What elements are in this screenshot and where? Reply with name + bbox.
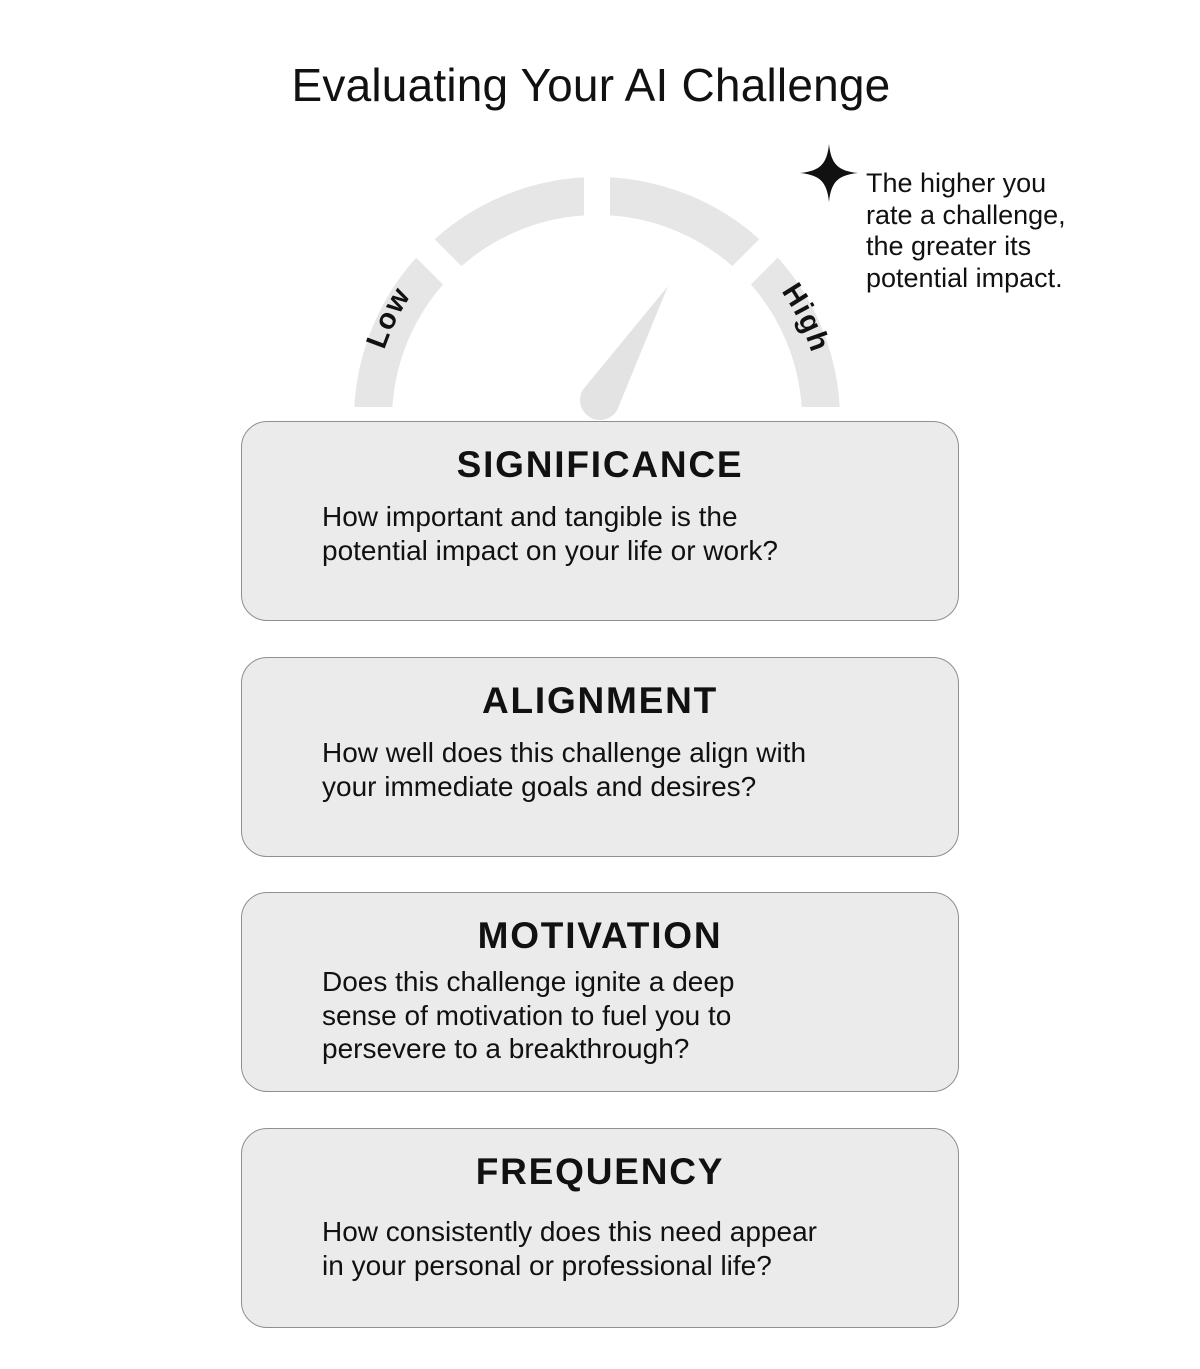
impact-note: The higher you rate a challenge, the gre… <box>866 168 1166 294</box>
card-description: How important and tangible is the potent… <box>322 500 922 567</box>
sparkle-icon <box>800 144 858 202</box>
card-heading: SIGNIFICANCE <box>456 444 744 485</box>
card-text-line: sense of motivation to fuel you to <box>322 999 732 1031</box>
card-text-line: How well does this challenge align with <box>322 737 807 768</box>
card-alignment: ALIGNMENT How well does this challenge a… <box>241 657 959 857</box>
card-motivation: MOTIVATION Does this challenge ignite a … <box>241 892 959 1092</box>
card-description: Does this challenge ignite a deep sense … <box>322 965 922 1066</box>
page-title: Evaluating Your AI Challenge <box>291 59 891 111</box>
gauge-segment-mid-low <box>397 150 610 303</box>
note-line: the greater its <box>866 231 1032 261</box>
card-frequency: FREQUENCY How consistently does this nee… <box>241 1128 959 1328</box>
card-description: How well does this challenge align with … <box>322 736 922 803</box>
card-heading: ALIGNMENT <box>481 680 719 721</box>
card-text-line: Does this challenge ignite a deep <box>322 966 735 997</box>
card-heading: FREQUENCY <box>475 1151 725 1192</box>
gauge-segment-high <box>714 220 867 433</box>
card-description: How consistently does this need appear i… <box>322 1215 922 1282</box>
gauge-needle <box>579 286 668 421</box>
card-significance: SIGNIFICANCE How important and tangible … <box>241 421 959 621</box>
note-line: potential impact. <box>866 262 1063 293</box>
card-text-line: How consistently does this need appear <box>322 1216 817 1247</box>
card-text-line: potential impact on your life or work? <box>322 534 778 566</box>
card-text-line: persevere to a breakthrough? <box>322 1033 690 1064</box>
note-line: The higher you <box>866 168 1047 198</box>
note-line: rate a challenge, <box>866 199 1066 230</box>
card-text-line: How important and tangible is the <box>322 501 738 532</box>
card-text-line: in your personal or professional life? <box>322 1249 772 1281</box>
card-text-line: your immediate goals and desires? <box>322 770 757 802</box>
card-heading: MOTIVATION <box>477 915 723 956</box>
